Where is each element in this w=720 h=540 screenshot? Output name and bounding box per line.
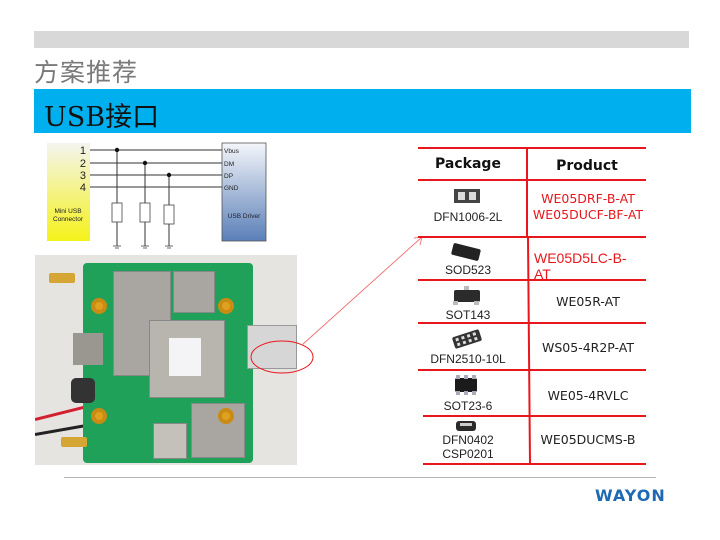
pcb-photo bbox=[35, 255, 297, 465]
table-grid bbox=[418, 147, 646, 465]
pin-3: 3 bbox=[80, 170, 86, 182]
bottom-shield bbox=[191, 403, 245, 458]
package-name-line: DFN0402 bbox=[442, 433, 494, 447]
product-name: WE05DRF-B-AT WE05DUCF-BF-AT bbox=[530, 191, 646, 223]
sot143-package-icon bbox=[453, 286, 480, 305]
mount-hole bbox=[218, 298, 234, 314]
package-name: DFN2510-10L bbox=[430, 352, 506, 366]
package-name: SOT23-6 bbox=[443, 399, 493, 413]
small-shield bbox=[173, 271, 215, 313]
product-name-line: WE05DRF-B-AT bbox=[541, 191, 635, 206]
package-name: SOD523 bbox=[444, 263, 492, 277]
signal-dm: DM bbox=[224, 161, 234, 168]
pin-2: 2 bbox=[80, 158, 86, 170]
package-name: DFN0402 CSP0201 bbox=[418, 433, 518, 461]
antenna-connector bbox=[49, 273, 75, 283]
product-name: WE05R-AT bbox=[556, 294, 620, 309]
package-name: DFN1006-2L bbox=[433, 210, 503, 224]
product-name: WE05D5LC-B-AT bbox=[534, 250, 627, 282]
signal-gnd: GND bbox=[224, 185, 239, 192]
audio-jack bbox=[71, 378, 95, 403]
pin-4: 4 bbox=[80, 182, 86, 194]
section-title: 方案推荐 bbox=[34, 58, 139, 87]
mount-hole bbox=[91, 408, 107, 424]
pcb-board bbox=[71, 263, 253, 463]
product-name: WE05DUCMS-B bbox=[540, 432, 636, 447]
handwritten-label bbox=[169, 338, 201, 376]
column-header-package: Package bbox=[435, 156, 501, 172]
sim-slot bbox=[153, 423, 187, 459]
top-decor-bar bbox=[34, 31, 689, 48]
package-product-table: Package Product DFN1006-2L WE05DRF-B-AT … bbox=[418, 147, 646, 465]
sod523-package-icon bbox=[451, 243, 481, 261]
title-banner: USB接口 bbox=[34, 89, 691, 133]
page-title: USB接口 bbox=[44, 102, 160, 133]
signal-vbus: Vbus bbox=[224, 148, 240, 155]
dfn1006-package-icon bbox=[454, 189, 480, 203]
connector-label-1: Mini USB bbox=[54, 208, 81, 215]
column-header-product: Product bbox=[556, 158, 618, 174]
antenna-connector bbox=[61, 437, 87, 447]
driver-label: USB Driver bbox=[228, 213, 261, 220]
signal-dp: DP bbox=[224, 173, 233, 180]
footer-divider bbox=[64, 477, 656, 478]
product-name: WS05-4R2P-AT bbox=[541, 340, 635, 355]
connector-label-2: Connector bbox=[53, 216, 84, 223]
usb-protection-schematic: 1 2 3 4 Vbus DM DP GND Mini USB Connecto… bbox=[40, 140, 280, 255]
pin-1: 1 bbox=[80, 145, 86, 157]
dfn0402-package-icon bbox=[456, 421, 476, 431]
sot23-package-icon bbox=[455, 375, 477, 395]
ethernet-jack bbox=[73, 333, 103, 365]
mount-hole bbox=[91, 298, 107, 314]
schematic-diagram: 1 2 3 4 Vbus DM DP GND Mini USB Connecto… bbox=[47, 142, 267, 249]
usb-plug bbox=[247, 325, 297, 369]
wayon-logo: WAYON bbox=[595, 486, 666, 505]
dfn2510-package-icon bbox=[452, 329, 482, 349]
callout-arrow bbox=[301, 236, 423, 346]
package-name-line: CSP0201 bbox=[442, 447, 494, 461]
product-name: WE05-4RVLC bbox=[547, 388, 629, 403]
product-name-line: WE05DUCF-BF-AT bbox=[532, 207, 644, 222]
mount-hole bbox=[218, 408, 234, 424]
package-name: SOT143 bbox=[445, 308, 491, 322]
